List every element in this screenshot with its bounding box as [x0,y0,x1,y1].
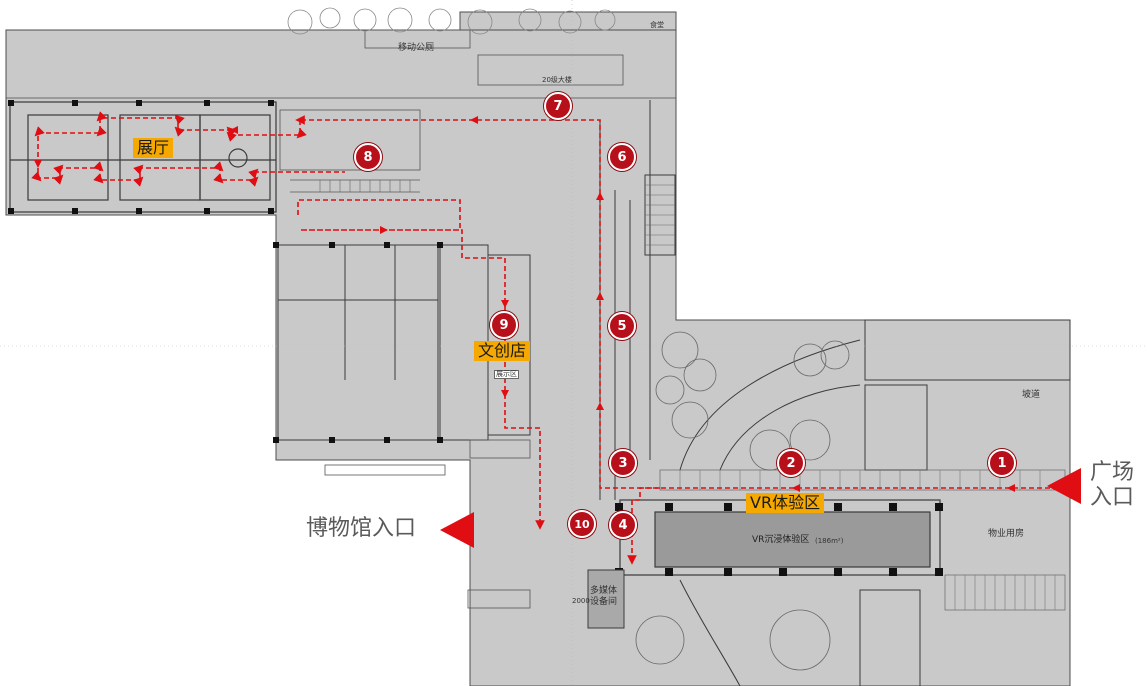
route-marker-6: 6 [608,143,636,171]
museum-entrance-arrow-icon [440,512,474,548]
museum-entrance-label: 博物馆入口 [306,516,417,541]
multimedia-room-label: 多媒体 设备间 [590,586,618,607]
garden-trees [635,331,850,671]
ramp-label: 坡道 [1022,390,1041,400]
display-area-label: 展示区 [494,370,519,379]
route-marker-1: 1 [988,449,1016,477]
plaza-entrance-arrow-icon [1047,468,1081,504]
mobile-toilet-label: 移动公厕 [398,43,435,53]
route-marker-7: 7 [544,92,572,120]
route-marker-3: 3 [609,449,637,477]
top-trees [287,7,616,35]
route-marker-9: 9 [490,311,518,339]
property-room-label: 物业用房 [988,529,1025,539]
vr-area-tag: VR体验区 [746,493,825,513]
building-footprint [5,11,1071,686]
route-marker-4: 4 [609,511,637,539]
stair-label: 20级大楼 [542,76,572,84]
hall-columns [8,100,274,214]
plaza-entrance-label: 广场 入口 [1090,460,1135,511]
vr-immersive-label: VR沉浸体验区 [752,535,810,545]
dimension-label: 2000 [572,597,590,605]
route-marker-10: 10 [568,510,596,538]
shop-tag: 文创店 [474,341,531,361]
canteen-label: 食堂 [650,21,664,29]
route-marker-5: 5 [608,312,636,340]
route-marker-2: 2 [777,449,805,477]
vr-area-size-label: (186m²) [815,537,844,545]
multimedia-room [587,569,625,629]
route-marker-8: 8 [354,143,382,171]
exhibition-hall-tag: 展厅 [133,138,174,158]
